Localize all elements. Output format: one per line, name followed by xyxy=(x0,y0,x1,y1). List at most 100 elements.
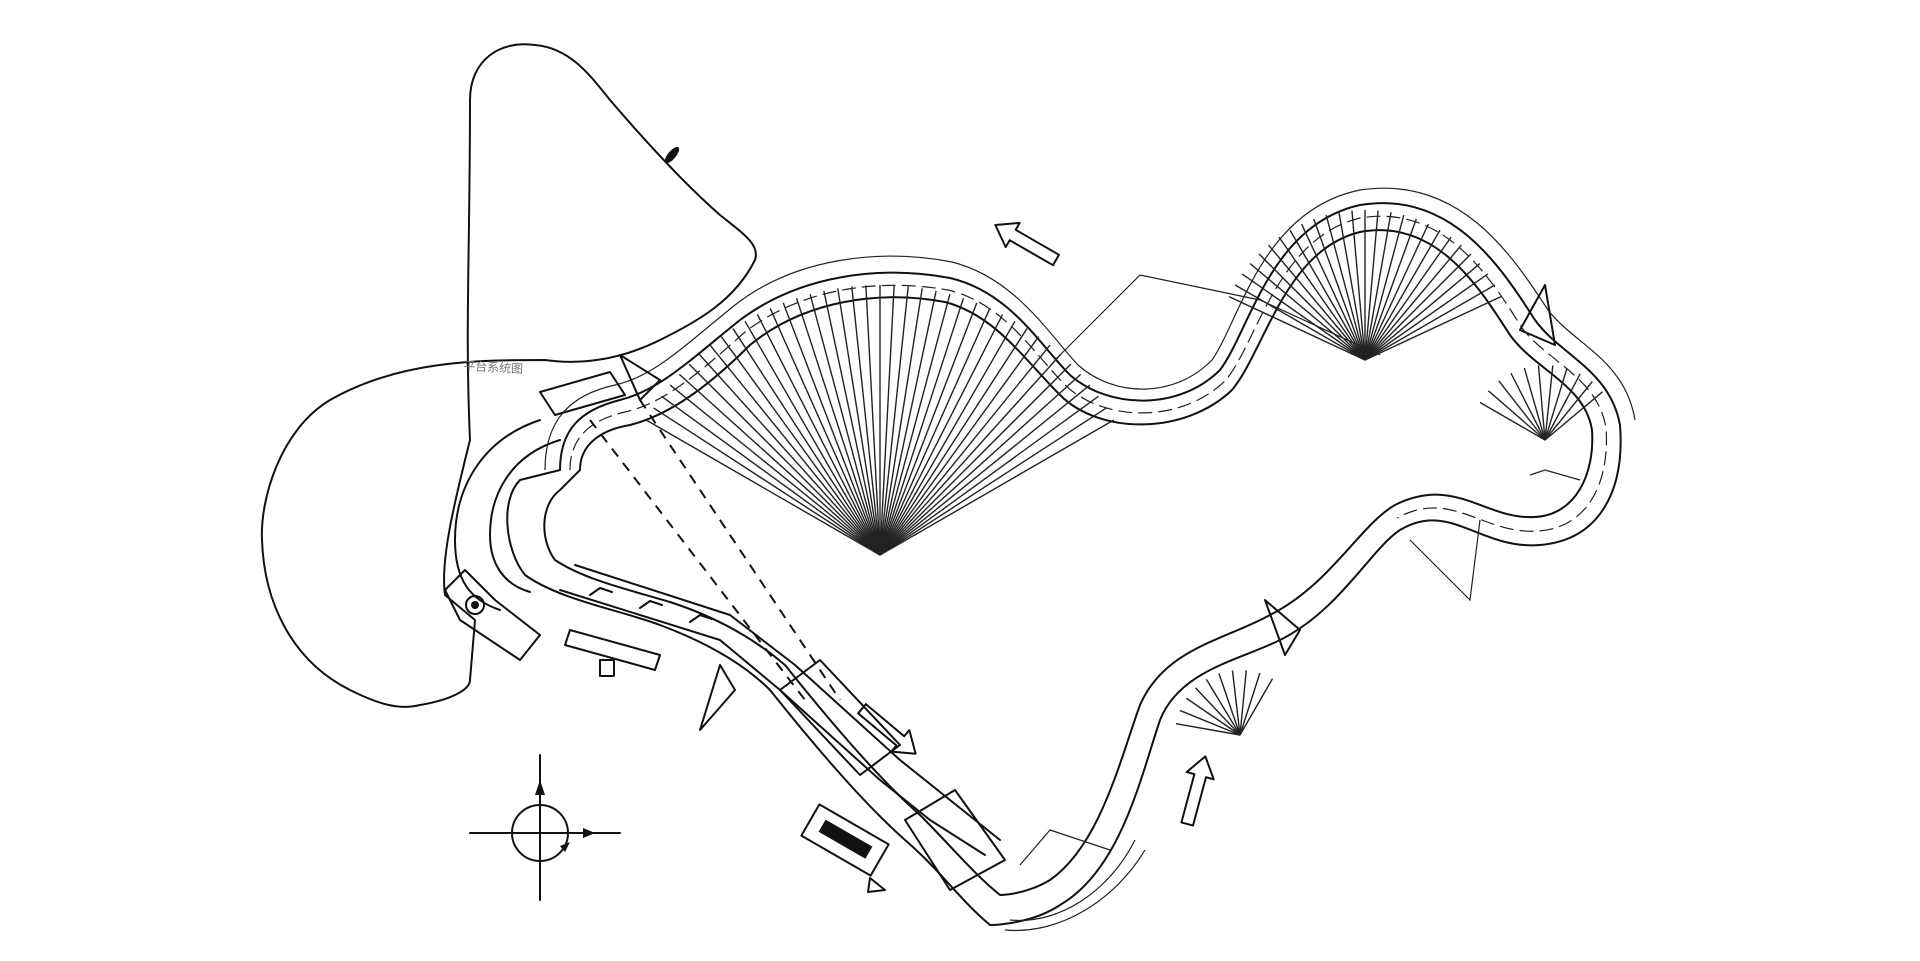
fan-spectator-stand-4 xyxy=(1175,670,1274,736)
fan-ray xyxy=(645,419,881,556)
chord-polygon-1 xyxy=(1054,274,1381,361)
fan-ray xyxy=(678,373,881,556)
straight-section-inner xyxy=(574,564,1001,841)
fan-ray xyxy=(720,336,881,556)
fan-ray xyxy=(837,288,881,556)
triangle-marker-4 xyxy=(699,664,736,731)
fan-ray xyxy=(698,353,881,556)
fan-ray xyxy=(879,297,965,556)
fan-ray xyxy=(823,290,881,556)
fan-ray xyxy=(1239,678,1274,736)
fan-ray xyxy=(1544,373,1581,441)
fan-ray xyxy=(1289,229,1366,361)
fan-ray xyxy=(1364,263,1481,361)
fan-ray xyxy=(1364,229,1441,361)
pit-building-2 xyxy=(904,789,1006,891)
fan-ray xyxy=(1249,263,1366,361)
fan-spectator-stand-3 xyxy=(1479,365,1603,441)
arrow-northwest-icon xyxy=(994,221,1060,267)
triangle-marker-1 xyxy=(619,354,661,401)
fan-ray xyxy=(1364,295,1502,361)
fan-ray xyxy=(1364,284,1496,361)
fan-ray xyxy=(1544,381,1593,441)
hairpin-loop xyxy=(454,419,541,611)
fan-spectator-stand-2 xyxy=(1228,210,1502,361)
fan-ray xyxy=(1179,709,1241,736)
fan-ray xyxy=(879,285,895,556)
fan-ray xyxy=(653,407,881,556)
fan-ray xyxy=(879,308,991,556)
connector-dashed-2 xyxy=(639,399,841,701)
fan-ray xyxy=(1510,372,1546,441)
chord-polygon-4 xyxy=(1019,829,1111,866)
service-block xyxy=(564,629,661,671)
pond-outline xyxy=(260,43,757,708)
tab-3 xyxy=(689,614,713,623)
arrow-southeast-icon xyxy=(857,703,917,755)
fan-ray xyxy=(1364,273,1489,361)
fan-ray xyxy=(879,320,1016,556)
hairpin-loop-inner xyxy=(489,439,561,593)
fan-ray xyxy=(1194,687,1241,736)
fan-ray xyxy=(1241,273,1366,361)
triangle-marker-3 xyxy=(1264,599,1301,656)
arrow-north-icon xyxy=(1180,755,1215,827)
fan-ray xyxy=(879,353,1062,556)
fan-ray xyxy=(1239,670,1247,736)
fan-ray xyxy=(851,286,881,556)
fan-ray xyxy=(1487,390,1546,441)
station-block xyxy=(444,569,541,661)
fan-ray xyxy=(1364,212,1392,361)
fan-ray xyxy=(879,328,1028,556)
fan-ray xyxy=(879,344,1051,556)
fan-ray xyxy=(1175,723,1241,736)
fan-ray xyxy=(795,297,881,556)
sign-pointer xyxy=(867,877,886,893)
fan-ray xyxy=(1338,212,1366,361)
fan-ray xyxy=(1228,295,1366,361)
fan-ray xyxy=(879,294,951,556)
fan-ray xyxy=(879,407,1107,556)
fan-ray xyxy=(1300,223,1366,361)
fan-ray xyxy=(879,286,909,556)
platform-structure xyxy=(539,371,626,416)
fan-ray xyxy=(782,302,881,556)
fan-ray xyxy=(661,395,881,556)
fan-ray xyxy=(1351,210,1366,361)
fan-ray xyxy=(1364,236,1452,361)
pit-building xyxy=(779,659,901,776)
triangle-marker-2 xyxy=(1519,284,1556,346)
fan-ray xyxy=(1544,368,1568,441)
fan-ray xyxy=(879,290,937,556)
fan-ray xyxy=(879,373,1082,556)
fan-ray xyxy=(809,294,881,556)
fan-ray xyxy=(1218,673,1241,736)
fan-ray xyxy=(669,384,881,556)
fan-ray xyxy=(879,336,1040,556)
note-label: 平台系统图 xyxy=(463,358,524,376)
sign-board xyxy=(800,803,890,877)
track-centerline xyxy=(569,215,1608,532)
fan-ray xyxy=(732,328,881,556)
fan-ray xyxy=(1544,365,1554,441)
fan-ray xyxy=(1231,670,1241,736)
tab-2 xyxy=(639,600,663,609)
fan-ray xyxy=(879,419,1115,556)
track-rail-outer xyxy=(544,187,1636,471)
fan-ray xyxy=(1205,678,1241,736)
fan-ray xyxy=(1537,365,1546,441)
connector-dashed-1 xyxy=(589,419,806,701)
fan-ray xyxy=(1364,218,1417,361)
corner-lines-2 xyxy=(1004,849,1146,932)
fan-ray xyxy=(1258,253,1366,361)
north-compass-icon xyxy=(469,754,621,901)
fan-ray xyxy=(879,302,978,556)
fan-ray xyxy=(769,308,881,556)
fan-ray xyxy=(709,344,881,556)
fan-ray xyxy=(1364,244,1462,361)
fan-ray xyxy=(879,384,1091,556)
fan-ray xyxy=(1498,380,1546,441)
fan-ray xyxy=(1239,672,1261,736)
